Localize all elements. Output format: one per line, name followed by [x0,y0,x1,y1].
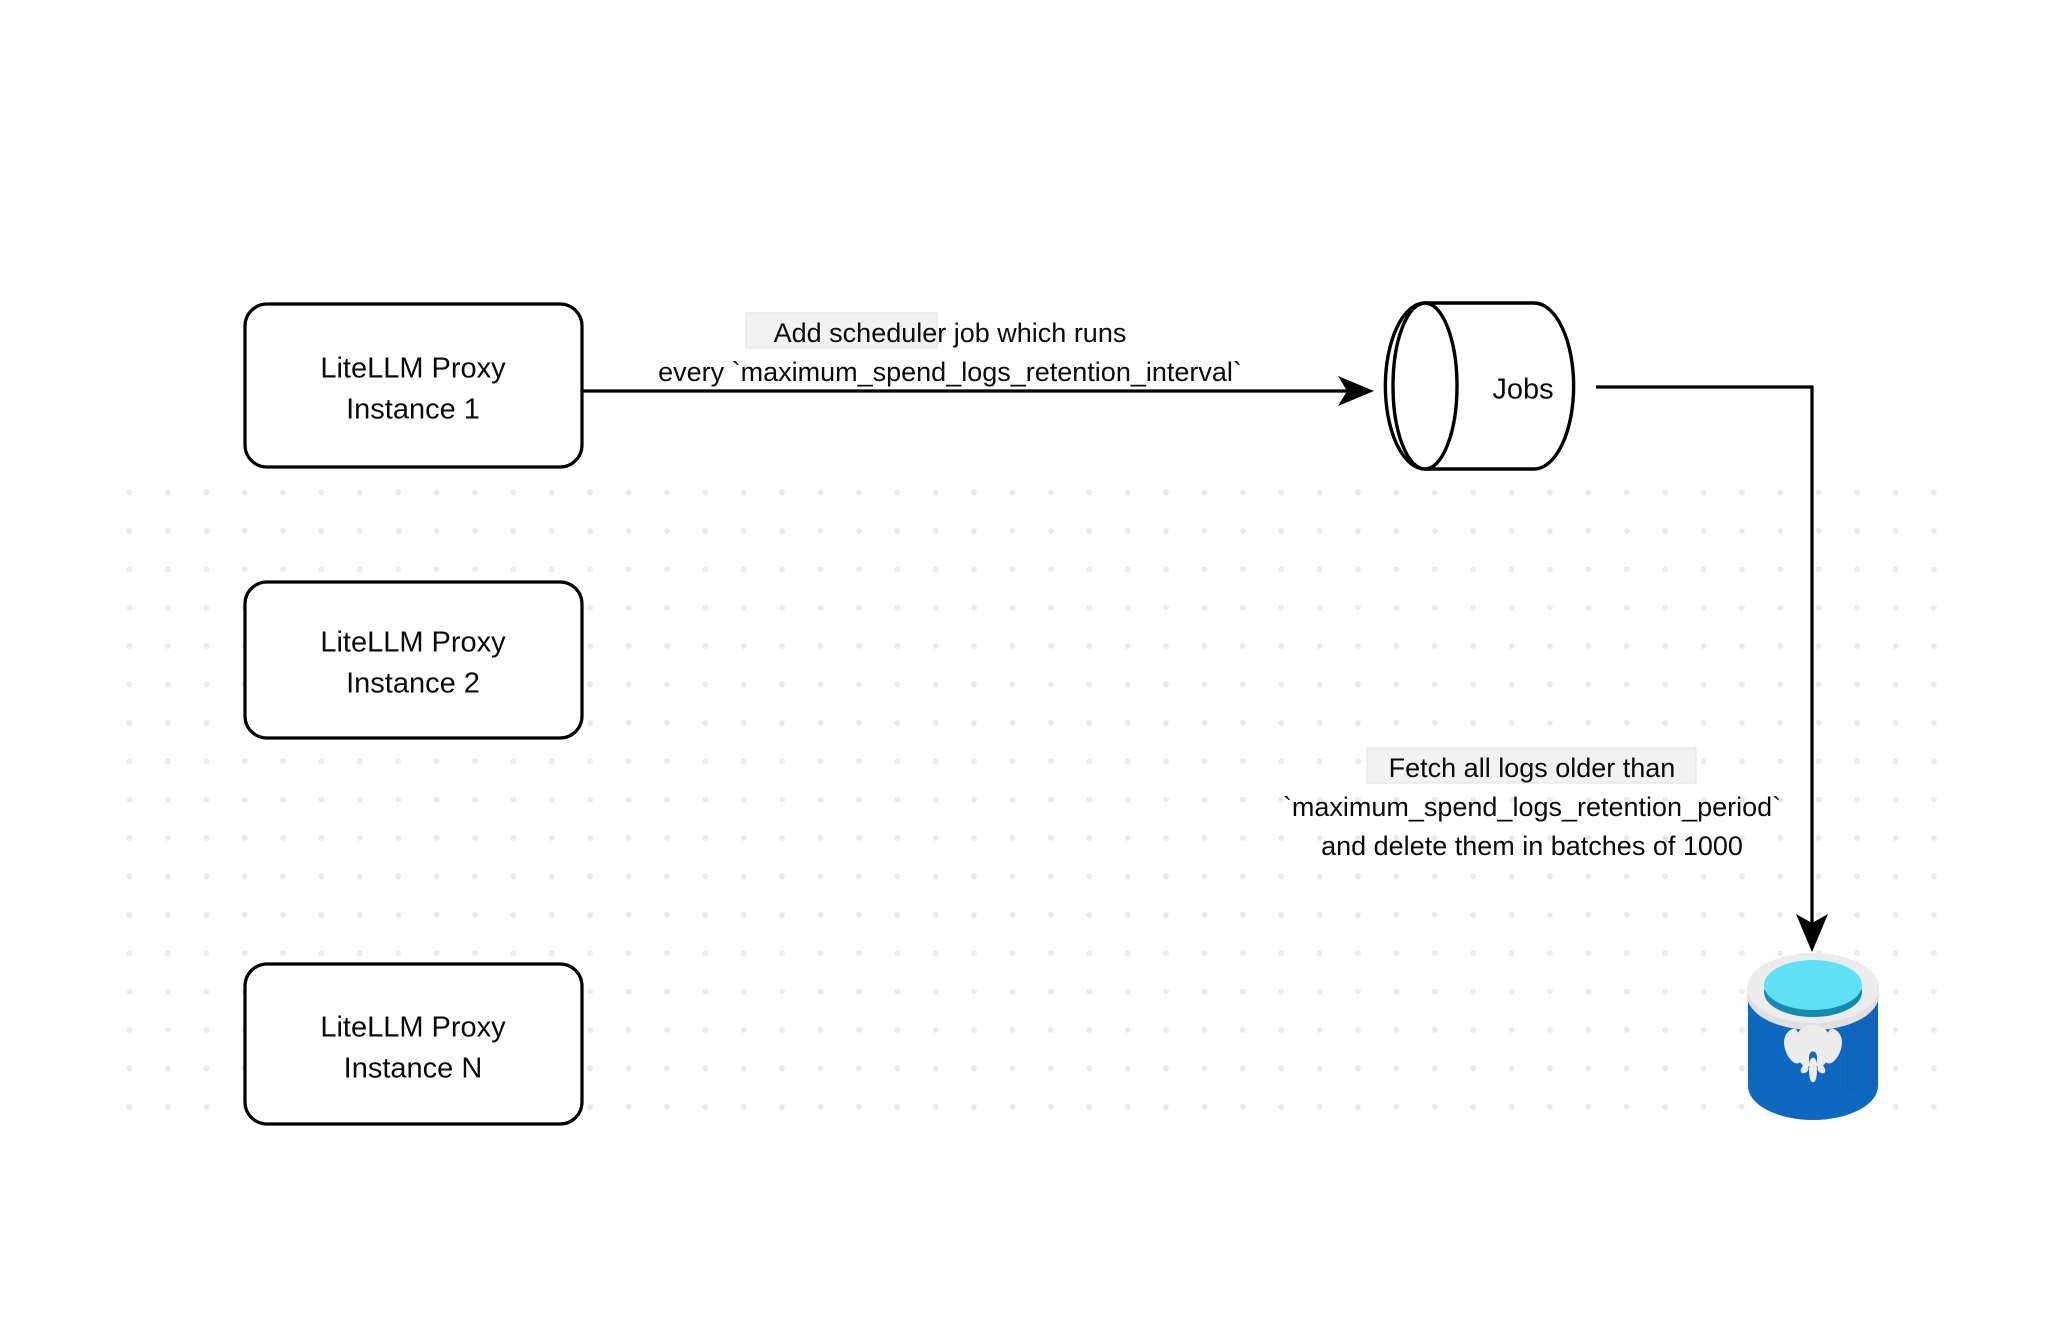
postgres-liquid-surface [1764,960,1862,1010]
node-proxy-n-label-line2: Instance N [344,1053,483,1085]
node-jobs-label: Jobs [1492,374,1553,406]
edge-delete-label-line3: and delete them in batches of 1000 [1321,831,1743,861]
node-proxy-2-shape[interactable] [243,580,584,740]
edge-delete [1596,385,1828,952]
node-proxy-1-label-line1: LiteLLM Proxy [320,353,506,385]
edge-schedule-label-line1: Add scheduler job which runs [774,318,1127,348]
node-proxy-n-label-line1: LiteLLM Proxy [320,1012,506,1044]
edge-delete-arrowhead [1796,914,1828,952]
node-proxy-2[interactable]: LiteLLM Proxy Instance 2 [243,580,584,740]
edge-schedule-label: Add scheduler job which runs every `maxi… [658,312,1242,387]
node-jobs[interactable]: Jobs [1383,301,1576,471]
edge-schedule-label-highlight [745,312,938,349]
node-proxy-2-label-line1: LiteLLM Proxy [320,627,506,659]
postgresql-elephant-icon [1784,1024,1842,1083]
node-jobs-cylinder-cap [1391,301,1459,471]
edge-schedule-label-line2: every `maximum_spend_logs_retention_inte… [658,357,1242,387]
node-proxy-n-shape[interactable] [243,962,584,1126]
edge-delete-line [1596,385,1814,928]
edge-delete-label-line1: Fetch all logs older than [1389,753,1676,783]
edge-schedule [583,376,1374,406]
node-proxy-n[interactable]: LiteLLM Proxy Instance N [243,962,584,1126]
edge-schedule-arrowhead [1338,376,1374,406]
edge-delete-label-highlight [1366,747,1697,784]
edge-delete-label-line2: `maximum_spend_logs_retention_period` [1283,792,1781,822]
node-proxy-1-shape[interactable] [243,302,584,469]
edge-delete-label: Fetch all logs older than `maximum_spend… [1283,747,1781,861]
node-proxy-1-label-line2: Instance 1 [346,394,480,426]
node-proxy-1[interactable]: LiteLLM Proxy Instance 1 [243,302,584,469]
node-postgres[interactable] [1747,953,1879,1120]
node-proxy-2-label-line2: Instance 2 [346,668,480,700]
